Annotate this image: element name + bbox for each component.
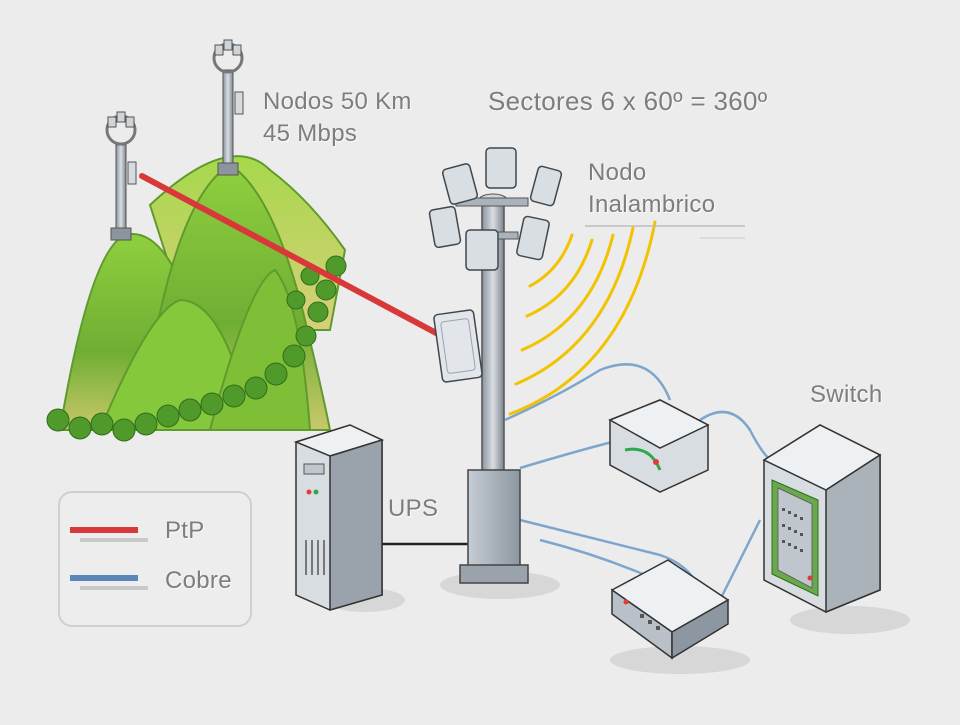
nodes-speed-label: 45 Mbps (263, 120, 358, 147)
sectors-label: Sectores 6 x 60º = 360º (488, 86, 768, 116)
main-tower-icon (455, 193, 529, 584)
trees (46, 255, 347, 442)
wireless-node-label-line2: Inalambrico (588, 191, 716, 218)
wireless-node-label-line1: Nodo (588, 159, 647, 186)
hill-tower-left-icon (105, 111, 137, 241)
router-icon (610, 559, 730, 660)
ptp-link-line (139, 173, 441, 337)
modem-icon (608, 399, 710, 493)
ptp-antenna-panel-icon (433, 309, 483, 383)
wireless-waves (508, 220, 657, 416)
legend-cobre-label: Cobre (165, 567, 232, 594)
switch-rack-icon (762, 424, 882, 614)
ups-label: UPS (388, 495, 439, 522)
nodes-distance-label: Nodos 50 Km (263, 88, 412, 115)
hill-tower-right-icon (212, 39, 244, 176)
legend-ptp-label: PtP (165, 517, 205, 544)
sector-antennas-icon (428, 147, 563, 271)
mountains (46, 155, 347, 442)
ups-cabinet-icon (293, 424, 385, 611)
switch-label: Switch (810, 381, 883, 408)
copper-cables (504, 363, 771, 602)
